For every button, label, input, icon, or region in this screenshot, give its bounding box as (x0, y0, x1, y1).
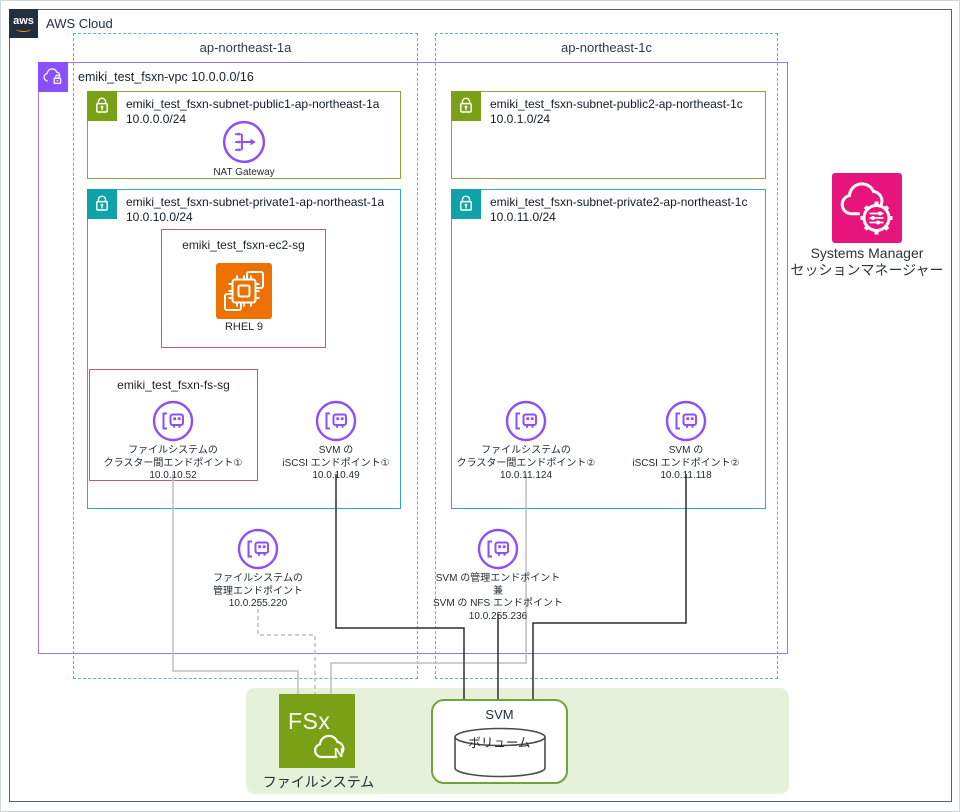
eni-icon (237, 528, 279, 570)
aws-cloud-title: AWS Cloud (46, 16, 113, 31)
aws-cloud-container (9, 9, 952, 802)
endpoint-label: ファイルシステムの クラスター間エンドポイント① 10.0.10.52 (103, 445, 243, 481)
systems-manager: Systems Manager セッションマネージャー (757, 173, 959, 279)
endpoint-label: ファイルシステムの 管理エンドポイント 10.0.255.220 (213, 573, 303, 609)
nat-gateway: NAT Gateway (164, 119, 324, 180)
fsx-icon-text: FSx (288, 708, 331, 734)
svm-box: SVM ボリューム (431, 699, 568, 784)
ec2-instance: RHEL 9 (164, 263, 324, 334)
security-group-fs-name: emiki_test_fsxn-fs-sg (117, 378, 230, 392)
endpoint-svm-iscsi-2: SVM の iSCSI エンドポイント② 10.0.11.118 (606, 399, 766, 483)
az-1a-label: ap-northeast-1a (199, 40, 292, 55)
endpoint-ip: 10.0.255.220 (228, 598, 288, 609)
svg-text:N: N (334, 745, 343, 760)
subnet-private2: emiki_test_fsxn-subnet-private2-ap-north… (451, 189, 766, 509)
systems-manager-icon (832, 173, 902, 243)
eni-icon (505, 400, 547, 442)
subnet-private2-label: emiki_test_fsxn-subnet-private2-ap-north… (490, 195, 747, 224)
aws-logo-icon: aws (9, 9, 38, 38)
endpoint-ip: 10.0.11.124 (499, 470, 553, 481)
subnet-private1-cidr: 10.0.10.0/24 (126, 209, 193, 224)
az-1c-label: ap-northeast-1c (560, 40, 653, 55)
svm-label: SVM (485, 707, 514, 722)
endpoint-ip: 10.0.11.118 (660, 470, 712, 481)
eni-icon (152, 400, 194, 442)
systems-manager-label-line1: Systems Manager (810, 245, 924, 261)
endpoint-ip: 10.0.10.49 (312, 470, 360, 481)
endpoint-label: ファイルシステムの クラスター間エンドポイント② 10.0.11.124 (456, 445, 596, 481)
subnet-private1-name: emiki_test_fsxn-subnet-private1-ap-north… (126, 195, 385, 209)
public-subnet1-lock-icon (87, 91, 117, 121)
fsx-label: ファイルシステム (262, 774, 375, 790)
security-group-ec2-name: emiki_test_fsxn-ec2-sg (182, 238, 305, 252)
subnet-public2: emiki_test_fsxn-subnet-public2-ap-northe… (451, 91, 766, 179)
endpoint-ip: 10.0.255.236 (468, 610, 528, 622)
endpoint-fs-cluster-1: ファイルシステムの クラスター間エンドポイント① 10.0.10.52 (93, 399, 253, 483)
subnet-public2-label: emiki_test_fsxn-subnet-public2-ap-northe… (490, 97, 743, 126)
systems-manager-label-line2: セッションマネージャー (790, 262, 944, 278)
endpoint-svm-mgmt-nfs: SVM の管理エンドポイント 兼 SVM の NFS エンドポイント 10.0.… (408, 527, 588, 623)
subnet-public1: emiki_test_fsxn-subnet-public1-ap-northe… (87, 91, 401, 179)
ec2-instance-label: RHEL 9 (224, 321, 264, 333)
endpoint-ip: 10.0.10.52 (149, 470, 197, 481)
subnet-public2-name: emiki_test_fsxn-subnet-public2-ap-northe… (490, 97, 743, 111)
public-subnet2-lock-icon (451, 91, 481, 121)
volume-label: ボリューム (468, 736, 531, 750)
fsx-cloud-n-glyph: N (313, 734, 345, 760)
private-subnet1-lock-icon (87, 189, 117, 219)
vpc-icon (38, 62, 68, 92)
endpoint-fs-cluster-2: ファイルシステムの クラスター間エンドポイント② 10.0.11.124 (446, 399, 606, 483)
endpoint-label: SVM の iSCSI エンドポイント① 10.0.10.49 (282, 445, 390, 481)
subnet-public2-cidr: 10.0.1.0/24 (490, 111, 551, 126)
subnet-public1-name: emiki_test_fsxn-subnet-public1-ap-northe… (126, 97, 380, 111)
aws-smile-icon (16, 26, 31, 32)
endpoint-svm-iscsi-1: SVM の iSCSI エンドポイント① 10.0.10.49 (256, 399, 416, 483)
ec2-instance-icon (216, 263, 272, 319)
security-group-ec2: emiki_test_fsxn-ec2-sg (161, 229, 326, 348)
endpoint-fs-mgmt: ファイルシステムの 管理エンドポイント 10.0.255.220 (178, 527, 338, 611)
eni-icon (315, 400, 357, 442)
private-subnet2-lock-icon (451, 189, 481, 219)
vpc-cloud-glyph (43, 68, 62, 85)
subnet-private2-name: emiki_test_fsxn-subnet-private2-ap-north… (490, 195, 748, 209)
eni-icon (477, 528, 519, 570)
subnet-public1-label: emiki_test_fsxn-subnet-public1-ap-northe… (126, 97, 379, 126)
fsx-icon: FSx N (279, 694, 355, 768)
nat-gateway-label: NAT Gateway (213, 167, 275, 178)
nat-gateway-icon (222, 120, 266, 164)
eni-icon (665, 400, 707, 442)
subnet-public1-cidr: 10.0.0.0/24 (126, 111, 187, 126)
subnet-private2-cidr: 10.0.11.0/24 (490, 209, 556, 224)
endpoint-label: SVM の管理エンドポイント 兼 SVM の NFS エンドポイント 10.0.… (432, 573, 563, 622)
subnet-private1: emiki_test_fsxn-subnet-private1-ap-north… (87, 189, 401, 509)
aws-logo-text: aws (13, 14, 34, 27)
vpc-label: emiki_test_fsxn-vpc 10.0.0.0/16 (78, 70, 254, 84)
volume-cylinder-icon (454, 727, 546, 778)
subnet-private1-label: emiki_test_fsxn-subnet-private1-ap-north… (126, 195, 384, 224)
endpoint-label: SVM の iSCSI エンドポイント② 10.0.11.118 (632, 445, 740, 481)
